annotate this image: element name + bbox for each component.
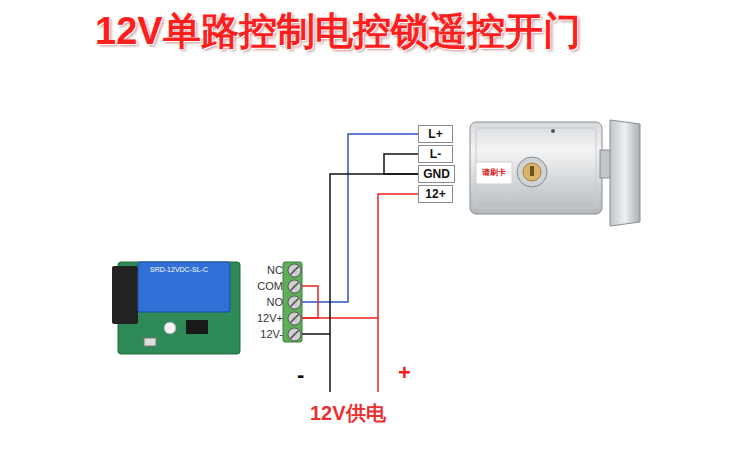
screw-head [288,264,301,277]
lock-terminal-box: L- [418,145,453,163]
screw-head [288,280,301,293]
supply-positive-sign: + [398,360,411,386]
screw-terminal [287,311,302,326]
relay-terminal: 12V- [260,326,302,342]
supply-negative-sign: - [297,362,304,388]
supply-negative-lead [329,334,331,392]
wire [384,154,418,174]
screw-terminal [287,279,302,294]
relay-body [138,262,230,312]
title: 12V单路控制电控锁遥控开门 [95,6,581,57]
terminal-label: L- [430,147,441,161]
terminal-label: L+ [428,127,442,141]
relay-terminal: NO [267,294,303,310]
lock-terminal-box: L+ [418,125,453,143]
lock-core [523,163,541,181]
screw-slot [291,330,299,338]
lock-terminal-box: 12+ [418,185,453,203]
terminal-label: COM [257,280,283,292]
keyway [530,166,534,176]
lock-terminal-box: GND [418,165,455,183]
screw-terminal [287,327,302,342]
screw-terminal [287,295,302,310]
terminal-label: NO [267,296,284,308]
screw-head [288,296,301,309]
supply-positive-lead [377,318,379,392]
terminal-label: 12V- [260,328,283,340]
screw-slot [291,314,299,322]
screw-terminal [287,263,302,278]
lock-plate [476,128,596,208]
screw-slot [291,266,299,274]
wire [302,174,418,334]
sticker-text: 请刷卡 [482,167,506,178]
terminal-label: 12+ [425,187,445,201]
terminal-label: GND [423,167,450,181]
screw-slot [291,298,299,306]
lock-body [470,122,602,214]
supply-caption: 12V供电 [310,400,386,427]
rf-module [112,266,138,324]
wire [302,194,418,318]
wire [302,286,318,318]
screw-head [288,328,301,341]
relay-terminal: COM [257,278,302,294]
relay-model: SRD-12VDC-SL-C [150,266,208,273]
relay-terminal: 12V+ [257,310,302,326]
lock-bolt-housing [610,120,640,226]
wire [302,134,418,302]
terminal-block [283,262,302,342]
card-sticker [476,162,512,184]
terminal-label: NC [267,264,283,276]
lock-indicator [551,129,555,133]
led [164,322,176,334]
screw-slot [291,282,299,290]
terminal-label: 12V+ [257,312,283,324]
lock-cylinder [517,157,547,187]
button [144,338,156,346]
relay-terminal: NC [267,262,302,278]
chip [186,320,208,334]
screw-head [288,312,301,325]
